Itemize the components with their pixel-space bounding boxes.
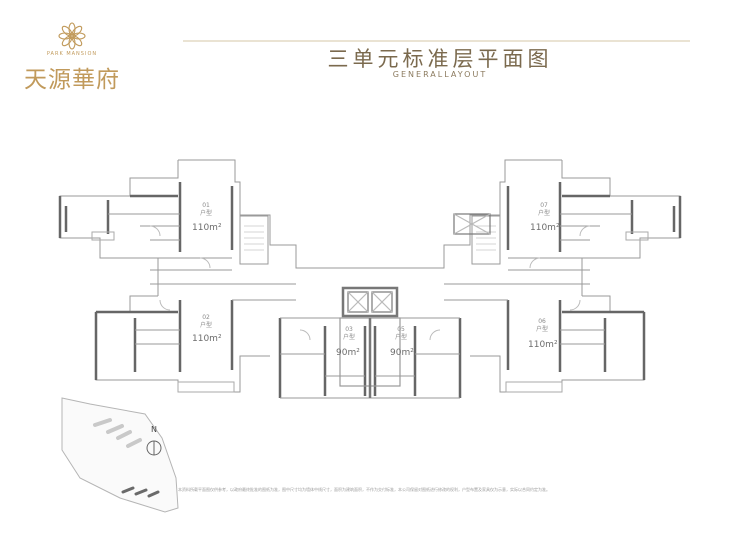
unit-type: 户型 — [200, 322, 213, 329]
unit-number: 05 — [397, 326, 405, 333]
site-highlight-building — [121, 486, 160, 498]
unit-number: 02 — [202, 314, 210, 321]
unit-area: 90m² — [390, 348, 414, 358]
unit-area: 110m² — [530, 223, 560, 233]
brand-logo-emblem — [58, 22, 86, 50]
unit-area: 110m² — [528, 340, 558, 350]
unit-number: 01 — [202, 202, 210, 209]
site-location-map — [61, 397, 179, 513]
unit-label: 06 户型 — [536, 318, 548, 334]
disclaimer-text: 本资料所载平面图仅供参考，以政府最终批准的图纸为准，图中尺寸均为墙体中线尺寸，面… — [178, 487, 550, 492]
unit-type: 户型 — [538, 210, 551, 217]
page-subtitle: GENERALLAYOUT — [392, 70, 488, 79]
brand-english-name: PARK MANSION — [46, 51, 98, 57]
unit-type: 户型 — [200, 210, 213, 217]
unit-number: 06 — [538, 318, 546, 325]
unit-area: 110m² — [192, 223, 222, 233]
center-elevator-core — [339, 213, 491, 398]
floor-plan-left-wing — [58, 159, 370, 399]
page-title: 三单元标准层平面图 — [327, 47, 553, 71]
unit-type: 户型 — [395, 334, 408, 341]
unit-label: 05 户型 — [395, 326, 407, 342]
unit-label: 01 户型 — [200, 202, 212, 218]
unit-area: 90m² — [336, 348, 360, 358]
brand-name: 天源華府 — [24, 67, 120, 93]
unit-type: 户型 — [536, 326, 549, 333]
unit-label: 03 户型 — [343, 326, 355, 342]
unit-number: 03 — [345, 326, 353, 333]
unit-label: 07 户型 — [538, 202, 550, 218]
compass-label: N — [151, 425, 157, 434]
unit-type: 户型 — [343, 334, 356, 341]
compass-icon — [146, 440, 162, 456]
unit-label: 02 户型 — [200, 314, 212, 330]
unit-area: 110m² — [192, 334, 222, 344]
unit-number: 07 — [540, 202, 548, 209]
